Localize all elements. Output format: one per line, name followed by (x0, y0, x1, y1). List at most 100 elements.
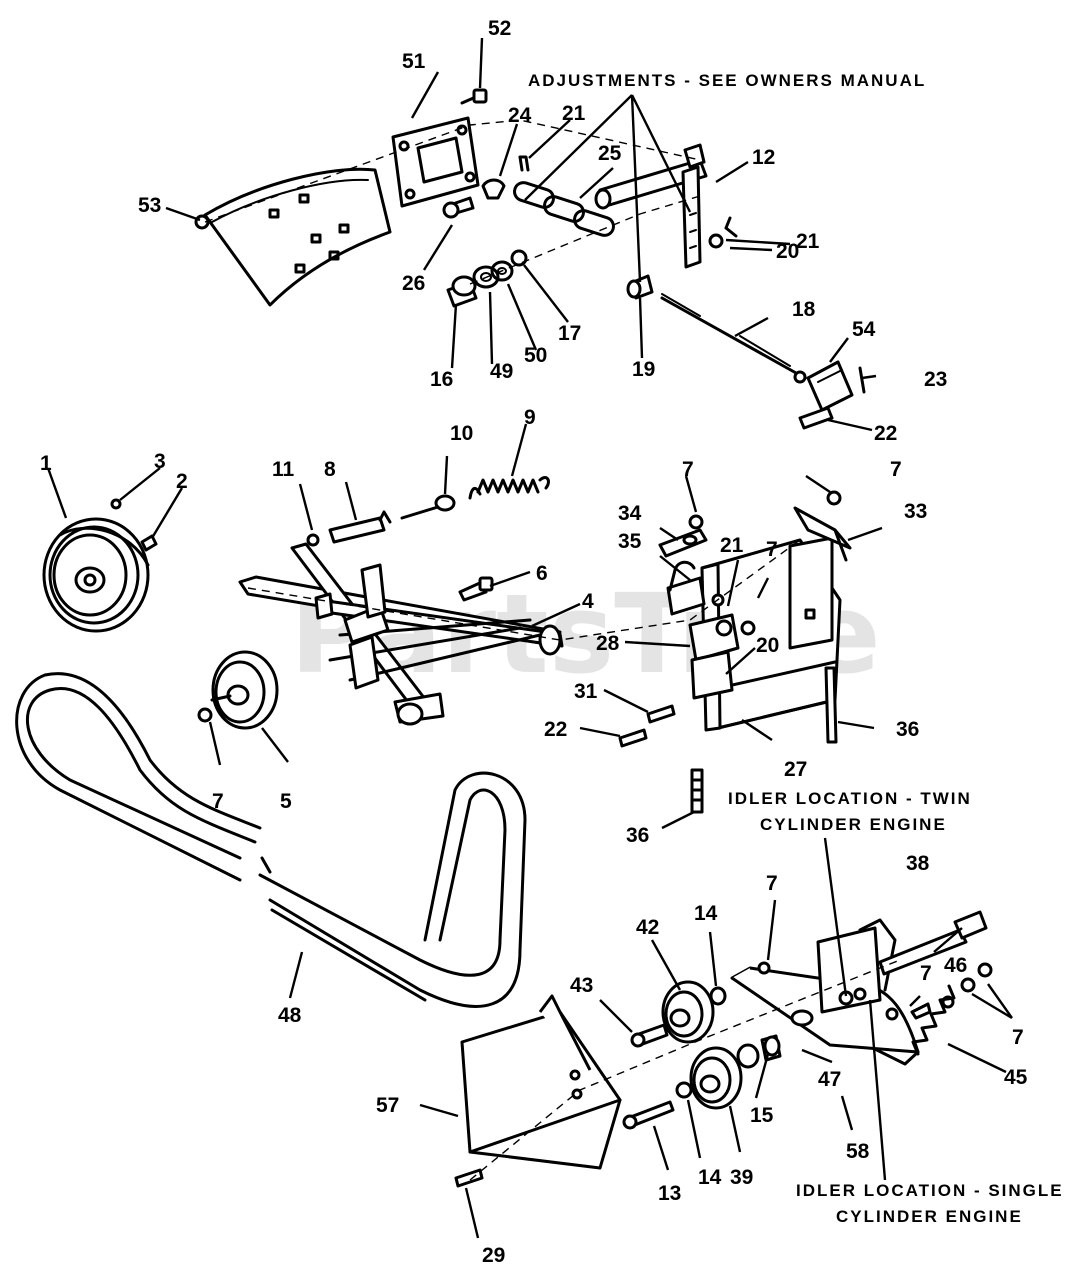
bolt-29 (454, 1168, 484, 1188)
callout-20-top: 20 (776, 240, 799, 263)
callout-31: 31 (574, 680, 598, 703)
callout-53: 53 (138, 194, 161, 217)
callout-34: 34 (618, 502, 642, 525)
spring-9 (468, 476, 550, 500)
callout-6: 6 (536, 562, 548, 585)
bushing-19 (626, 274, 654, 300)
assembly-line-top (204, 119, 701, 223)
bolt-6 (458, 576, 494, 602)
callout-46: 46 (944, 954, 967, 977)
note-adjustments: ADJUSTMENTS - SEE OWNERS MANUAL (528, 71, 926, 90)
bolt-46-nuts-7-bottom (757, 961, 993, 1021)
pulley-42 (661, 980, 727, 1044)
callout-7-c: 7 (766, 538, 778, 561)
callout-7-g: 7 (1012, 1026, 1024, 1049)
chain-25 (513, 181, 615, 237)
callout-14-a: 14 (694, 902, 718, 925)
callout-28: 28 (596, 632, 620, 655)
note-idler-twin-1: IDLER LOCATION - TWIN (728, 789, 972, 808)
callout-36-a: 36 (896, 718, 919, 741)
callout-26: 26 (402, 272, 425, 295)
axle-38 (878, 910, 988, 976)
callout-50: 50 (524, 344, 547, 367)
callout-24: 24 (508, 104, 532, 127)
mount-plate-51 (391, 116, 480, 208)
callout-25: 25 (598, 142, 622, 165)
callout-12: 12 (752, 146, 775, 169)
callout-19: 19 (632, 358, 655, 381)
callout-43: 43 (570, 974, 593, 997)
idler-arm-4 (238, 542, 564, 726)
spacers-15-47 (736, 1034, 782, 1069)
callout-22-mid: 22 (544, 718, 567, 741)
shield-57 (460, 994, 622, 1170)
callout-33: 33 (904, 500, 927, 523)
callout-21-right: 21 (796, 230, 820, 253)
callout-29: 29 (482, 1244, 505, 1267)
slotted-plate-34 (658, 528, 708, 558)
callout-45: 45 (1004, 1066, 1028, 1089)
callout-7-e: 7 (766, 872, 778, 895)
callout-14-b: 14 (698, 1166, 722, 1189)
clip-21-top (518, 155, 530, 172)
callout-22-top: 22 (874, 422, 897, 445)
callout-7-a: 7 (682, 458, 694, 481)
callout-3: 3 (154, 450, 166, 473)
callout-27: 27 (784, 758, 807, 781)
callout-20-mid: 20 (756, 634, 779, 657)
bracket-35 (666, 560, 706, 616)
rod-18 (660, 293, 807, 380)
pulley-1 (42, 517, 150, 633)
clevis-24 (481, 178, 506, 200)
callout-11: 11 (272, 458, 295, 481)
callout-10: 10 (450, 422, 473, 445)
callout-21-top: 21 (562, 102, 586, 125)
callout-54: 54 (852, 318, 876, 341)
idler-bracket-58 (730, 918, 920, 1066)
clip-21-right (708, 216, 738, 249)
callout-35: 35 (618, 530, 642, 553)
callout-9: 9 (524, 406, 536, 429)
note-idler-twin-2: CYLINDER ENGINE (760, 815, 947, 834)
belt-48 (15, 672, 527, 1008)
callout-49: 49 (490, 360, 513, 383)
callout-13: 13 (658, 1182, 681, 1205)
plate-33 (793, 506, 852, 562)
callout-42: 42 (636, 916, 659, 939)
callout-numbers: 52 51 24 21 25 12 53 21 20 26 17 18 54 5… (40, 17, 1028, 1267)
bolt-43 (630, 1023, 669, 1048)
callout-4: 4 (582, 590, 594, 613)
trunnion-54 (793, 360, 854, 412)
spring-45 (911, 984, 956, 1056)
pin-26 (442, 196, 475, 219)
callout-36-b: 36 (626, 824, 649, 847)
pin-23-bolt-22 (798, 366, 866, 430)
bolts-31-22-36 (618, 666, 838, 814)
callout-16: 16 (430, 368, 453, 391)
callout-7-d: 7 (212, 790, 224, 813)
callout-52: 52 (488, 17, 511, 40)
callout-21-mid: 21 (720, 534, 744, 557)
note-idler-single-1: IDLER LOCATION - SINGLE (796, 1181, 1064, 1200)
callout-7-b: 7 (890, 458, 902, 481)
assembly-line-middle (247, 539, 801, 641)
callout-7-f: 7 (920, 962, 932, 985)
callout-57: 57 (376, 1094, 399, 1117)
guard-plate-53 (203, 167, 392, 307)
assembly-line-bottom (469, 959, 901, 1181)
callout-18: 18 (792, 298, 816, 321)
shaft-12 (594, 143, 708, 269)
key-2-setscrew-3 (110, 498, 158, 552)
callout-2: 2 (176, 470, 188, 493)
callout-17: 17 (558, 322, 581, 345)
link-8-eyebolt-10 (306, 494, 456, 547)
pulley-39 (675, 1046, 743, 1110)
callout-39: 39 (730, 1166, 753, 1189)
bolt-52 (460, 88, 488, 105)
callout-leaders (46, 37, 1013, 1239)
callout-51: 51 (402, 50, 426, 73)
lever-28 (688, 613, 756, 700)
bolt-13 (622, 1100, 675, 1130)
